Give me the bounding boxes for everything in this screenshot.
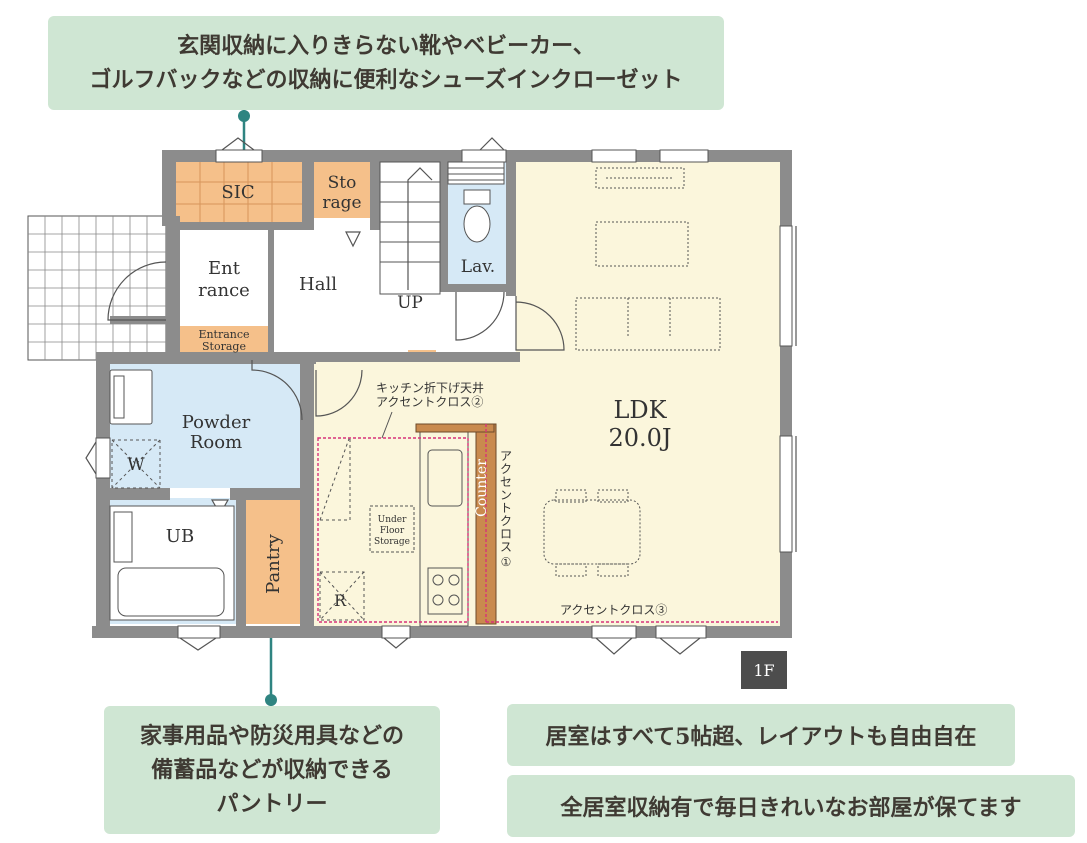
washer-label: W <box>127 455 145 475</box>
floor-badge: 1F <box>741 651 787 689</box>
accent-1-char-2: ク <box>500 462 512 476</box>
rooms-size-callout: 居室はすべて5帖超、レイアウトも自由自在 <box>507 704 1015 766</box>
counter-label: Counter <box>474 459 490 517</box>
pantry-callout: 家事用品や防災用具などの 備蓄品などが収納できる パントリー <box>104 706 440 834</box>
shoe-closet-callout: 玄関収納に入りきらない靴やベビーカー、 ゴルフバックなどの収納に便利なシューズイ… <box>48 16 724 110</box>
accent-1-char-4: ン <box>500 488 512 502</box>
rooms-size-callout-text: 居室はすべて5帖超、レイアウトも自由自在 <box>545 724 977 750</box>
fridge-label: R <box>334 591 347 610</box>
accent-1-char-7: ロ <box>500 527 512 541</box>
storage-floor <box>314 160 370 218</box>
stairs-up-label: UP <box>397 293 423 313</box>
sic-label: SIC <box>221 182 254 203</box>
ldk-label: LDK <box>613 396 667 424</box>
accent-1-char-8: ス <box>500 540 512 554</box>
entrance-label-1: Ent <box>208 258 241 279</box>
ldk-size-label: 20.0J <box>608 424 671 452</box>
underfloor-label-1: Under <box>378 515 407 525</box>
accent-1-char-5: ト <box>500 501 512 515</box>
pantry-callout-line1: 家事用品や防災用具などの <box>139 723 404 749</box>
accent-1-char-9: ① <box>501 555 512 569</box>
entrance-storage-label-2: Storage <box>202 340 246 353</box>
shoe-closet-callout-line2: ゴルフバックなどの収納に便利なシューズインクローゼット <box>89 67 683 93</box>
underfloor-label-2: Floor <box>380 526 405 536</box>
kitchen-ceiling-note-1: キッチン折下げ天井 <box>376 380 484 395</box>
pantry-callout-line2: 備蓄品などが収納できる <box>151 757 393 783</box>
storage-callout: 全居室収納有で毎日きれいなお部屋が保てます <box>507 775 1075 837</box>
staircase <box>379 161 441 295</box>
leader-lines <box>238 110 277 706</box>
accent-1-char-6: ク <box>500 514 512 528</box>
ldk-furniture <box>543 167 721 577</box>
accent-1-note: ア ク セ ン ト ク ロ ス ① <box>500 449 512 569</box>
powder-room-label-1: Powder <box>182 412 251 433</box>
accent-3-note: アクセントクロス③ <box>560 603 667 617</box>
entrance-storage-label-1: Entrance <box>198 328 249 341</box>
storage-label-2: rage <box>322 193 361 213</box>
powder-room-label-2: Room <box>190 432 242 453</box>
accent-lines <box>317 411 778 623</box>
ldk-floor <box>516 160 780 626</box>
lav-label: Lav. <box>461 257 495 277</box>
accent-1-char-3: セ <box>500 475 512 489</box>
shoe-closet-callout-line1: 玄関収納に入りきらない靴やベビーカー、 <box>177 33 595 59</box>
pantry-label: Pantry <box>263 533 284 593</box>
windows <box>95 149 793 639</box>
accent-1-char-1: ア <box>500 449 512 463</box>
sic-floor <box>176 160 302 226</box>
porch-tiles <box>27 215 167 361</box>
bath-fixtures <box>109 369 235 621</box>
entrance-label-2: rance <box>198 280 250 301</box>
storage-callout-text: 全居室収納有で毎日きれいなお部屋が保てます <box>560 795 1022 821</box>
kitchen-ceiling-note-2: アクセントクロス② <box>376 395 483 409</box>
entrance-storage-floor <box>180 326 268 354</box>
ub-label: UB <box>166 526 194 547</box>
hall-label: Hall <box>299 274 337 295</box>
toilet-icon <box>447 161 505 243</box>
pantry-callout-line3: パントリー <box>216 791 328 817</box>
storage-label-1: Sto <box>328 173 357 193</box>
pantry-floor <box>246 500 300 624</box>
underfloor-label-3: Storage <box>374 537 410 547</box>
